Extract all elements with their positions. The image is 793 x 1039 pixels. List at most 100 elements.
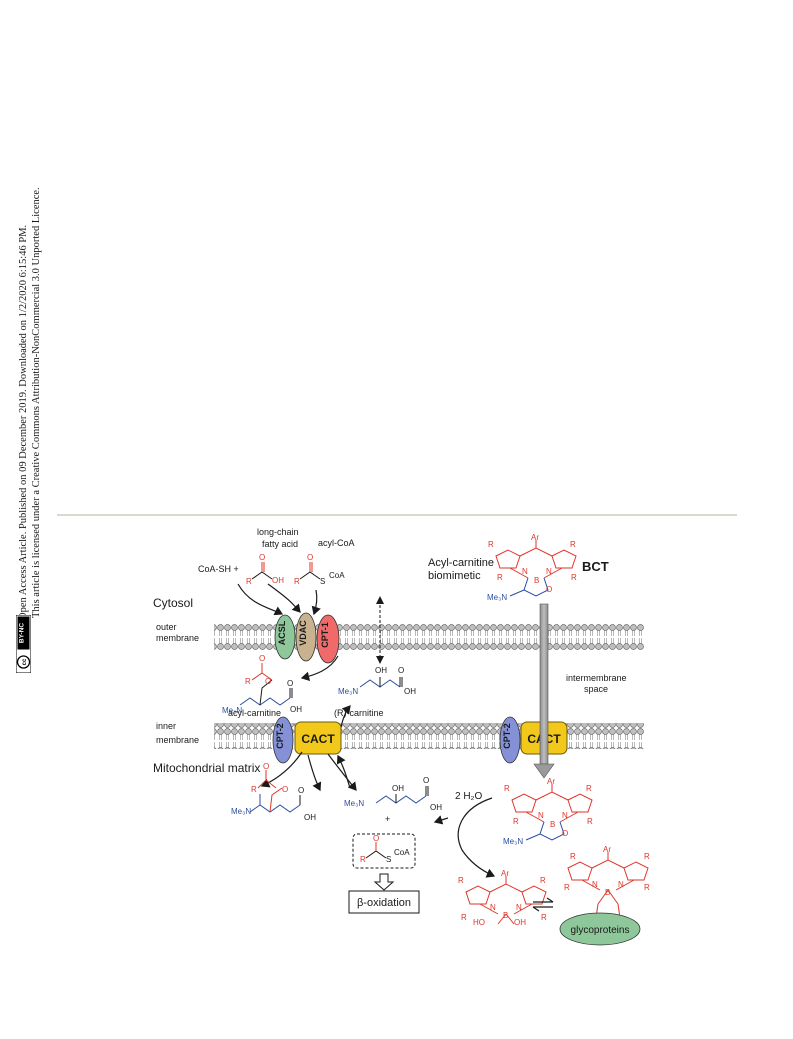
glycoproteins-blob xyxy=(559,912,641,946)
svg-text:R: R xyxy=(564,883,570,892)
svg-text:OH: OH xyxy=(430,803,442,812)
svg-text:O: O xyxy=(398,666,404,675)
acyl-carnitine-structure xyxy=(239,663,293,706)
svg-text:O: O xyxy=(307,553,313,562)
cytosol-label: Cytosol xyxy=(153,596,193,610)
acyl-coa-structure xyxy=(299,562,321,580)
outer-membrane-label-2: membrane xyxy=(156,633,199,643)
svg-text:OH: OH xyxy=(514,918,526,927)
svg-text:Me₃N: Me₃N xyxy=(344,799,364,808)
coa-sh-label: CoA-SH + xyxy=(198,564,239,574)
svg-text:R: R xyxy=(644,852,650,861)
svg-text:O: O xyxy=(265,677,271,686)
svg-text:R: R xyxy=(644,883,650,892)
svg-text:R: R xyxy=(245,677,251,686)
svg-text:R: R xyxy=(488,540,494,549)
svg-text:N: N xyxy=(516,903,522,912)
vdac-protein: VDAC xyxy=(295,612,317,662)
svg-text:R: R xyxy=(541,913,547,922)
svg-text:Ar: Ar xyxy=(603,845,611,854)
svg-text:O: O xyxy=(259,553,265,562)
biomimetic-label-1: Acyl-carnitine xyxy=(428,557,494,569)
svg-text:B: B xyxy=(503,911,508,920)
cc-license-badge-icon[interactable]: cc BY-NC xyxy=(16,615,31,673)
svg-text:O: O xyxy=(287,679,293,688)
svg-text:VDAC: VDAC xyxy=(298,620,308,646)
svg-text:CPT-1: CPT-1 xyxy=(320,622,330,648)
bodipy-glycoprotein-structure xyxy=(567,852,649,919)
svg-text:O: O xyxy=(259,654,265,663)
down-arrow-icon xyxy=(373,873,395,891)
acyl-coa-box xyxy=(352,833,416,869)
svg-text:O: O xyxy=(263,762,269,771)
svg-text:N: N xyxy=(538,811,544,820)
svg-text:cc: cc xyxy=(22,658,28,665)
svg-text:Ar: Ar xyxy=(547,777,555,786)
cpt2-protein-left: CPT-2 xyxy=(272,716,294,764)
svg-text:R: R xyxy=(540,876,546,885)
equilibrium-arrows-icon xyxy=(532,897,554,912)
bodipy-hydroxide-structure xyxy=(465,876,547,925)
transport-arrow-icon xyxy=(533,603,555,779)
cpt1-protein: CPT-1 xyxy=(316,614,340,664)
acyl-carnitine-label: acyl-carnitine xyxy=(228,708,281,718)
svg-text:R: R xyxy=(570,852,576,861)
svg-text:R: R xyxy=(251,785,257,794)
svg-text:Me₃N: Me₃N xyxy=(338,687,358,696)
svg-text:O: O xyxy=(423,776,429,785)
svg-text:Me₃N: Me₃N xyxy=(487,593,507,602)
svg-text:OH: OH xyxy=(304,813,316,822)
svg-text:N: N xyxy=(546,567,552,576)
cact-protein-left: CACT xyxy=(294,721,342,755)
bct-matrix-structure xyxy=(511,784,593,841)
mitochondrial-matrix-label: Mitochondrial matrix xyxy=(153,761,260,775)
biomimetic-label-2: biomimetic xyxy=(428,570,481,582)
svg-text:BY-NC: BY-NC xyxy=(19,623,26,644)
svg-text:OH: OH xyxy=(392,784,404,793)
svg-text:S: S xyxy=(320,577,325,586)
svg-text:R: R xyxy=(497,573,503,582)
matrix-r-carnitine-structure xyxy=(375,786,429,804)
svg-text:OH: OH xyxy=(290,705,302,714)
svg-text:Ar: Ar xyxy=(501,869,509,878)
acyl-coa-label: acyl-CoA xyxy=(318,538,355,548)
svg-text:O: O xyxy=(373,834,379,843)
intermembrane-label-2: space xyxy=(584,684,608,694)
svg-text:S: S xyxy=(386,855,391,864)
svg-text:OH: OH xyxy=(272,576,284,585)
svg-text:R: R xyxy=(586,784,592,793)
svg-text:O: O xyxy=(546,585,552,594)
outer-membrane-label-1: outer xyxy=(156,622,177,632)
svg-text:R: R xyxy=(504,784,510,793)
svg-text:N: N xyxy=(562,811,568,820)
svg-text:B: B xyxy=(534,576,539,585)
svg-text:HO: HO xyxy=(473,918,485,927)
svg-text:CPT-2: CPT-2 xyxy=(502,723,512,749)
matrix-acyl-carnitine-structure xyxy=(249,770,301,813)
section-divider xyxy=(57,514,737,516)
bct-top-structure xyxy=(495,540,577,597)
svg-text:CACT: CACT xyxy=(301,732,335,746)
svg-text:R: R xyxy=(571,573,577,582)
svg-text:N: N xyxy=(618,880,624,889)
glycoproteins-label: glycoproteins xyxy=(571,925,630,936)
water-label: 2 H₂O xyxy=(455,791,482,802)
svg-text:B: B xyxy=(605,888,610,897)
svg-text:Me₃N: Me₃N xyxy=(503,837,523,846)
svg-text:R: R xyxy=(587,817,593,826)
svg-text:N: N xyxy=(592,880,598,889)
svg-text:R: R xyxy=(461,913,467,922)
svg-text:Me₃N: Me₃N xyxy=(231,807,251,816)
svg-text:B: B xyxy=(550,820,555,829)
fatty-acid-structure xyxy=(251,562,273,580)
beta-oxidation-label: β-oxidation xyxy=(357,897,411,909)
bct-label: BCT xyxy=(582,559,609,574)
svg-text:CPT-2: CPT-2 xyxy=(275,723,285,749)
svg-text:N: N xyxy=(490,903,496,912)
fatty-acid-label-1: long-chain xyxy=(257,527,299,537)
svg-text:OH: OH xyxy=(375,666,387,675)
svg-text:Me₃N: Me₃N xyxy=(222,706,242,715)
svg-text:R: R xyxy=(294,577,300,586)
r-carnitine-label: (R)-carnitine xyxy=(334,708,384,718)
